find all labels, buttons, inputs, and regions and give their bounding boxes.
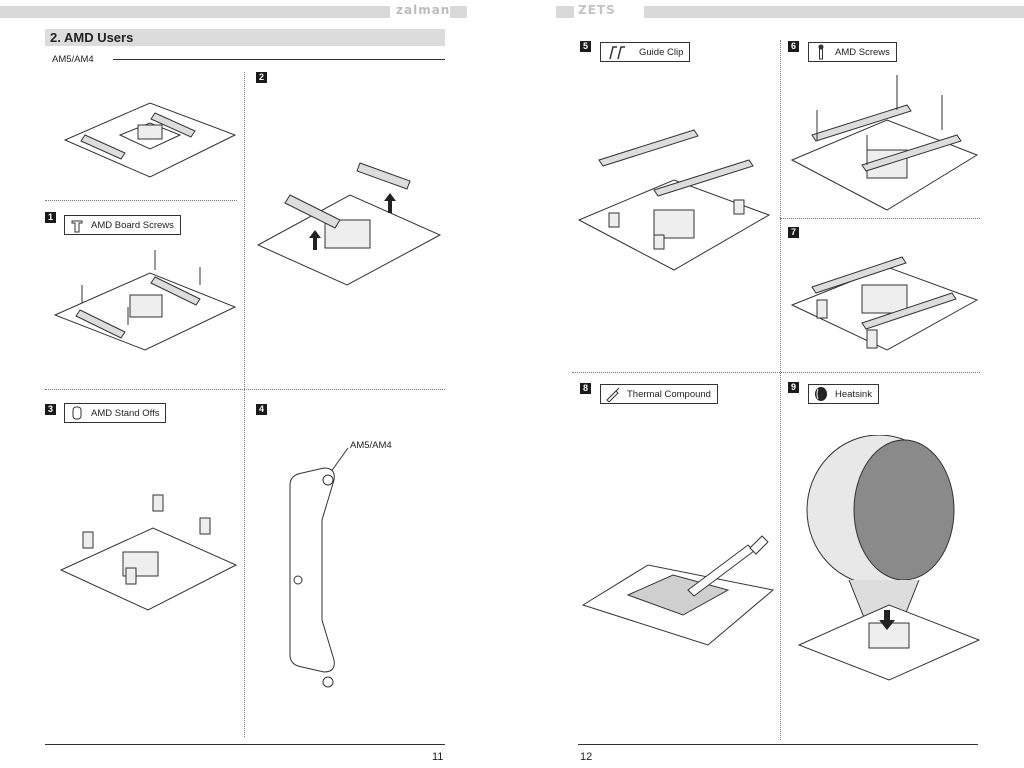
row-divider [45,200,237,201]
brand-logo-zalman: zalman [396,3,451,17]
socket-label: AM5/AM4 [52,54,94,65]
header-bar [644,6,1024,18]
step-8-number: 8 [580,383,591,394]
step-7-number: 7 [788,227,799,238]
step-1-part-label: AMD Board Screws [64,215,181,235]
step-8-illustration [581,535,775,646]
step-3-part-name: AMD Stand Offs [91,407,160,419]
page-number: 11 [432,751,444,763]
step-4-backplate-bracket-illustration [289,447,349,688]
header-bar-start [556,6,574,18]
standoff-icon [72,406,82,420]
row-divider [780,218,980,219]
bracket-callout-label: AM5/AM4 [350,440,392,451]
step-2-illustration [256,162,442,286]
header-bar [0,6,390,18]
step-9-part-label: Heatsink [808,384,879,404]
manual-page-12: ZETS 5 Guide Clip 6 AMD Screws 7 [512,0,1024,768]
amd-screw-icon [818,44,824,60]
row-divider [572,372,980,373]
step-2-number: 2 [256,72,267,83]
step-9-part-name: Heatsink [835,388,872,400]
step-6-number: 6 [788,41,799,52]
brand-logo-zets: ZETS [578,3,616,17]
page-number: 12 [580,751,593,763]
step-4-number: 4 [256,404,267,415]
socket-label-rule [113,59,445,60]
step-1-illustration [53,250,237,351]
header-bar-end [450,6,467,18]
section-title: 2. AMD Users [45,29,445,46]
motherboard-stock-bracket-illustration [63,102,237,178]
step-3-part-label: AMD Stand Offs [64,403,167,423]
board-screw-icon [71,220,83,233]
step-9-number: 9 [788,382,799,393]
step-9-heatsink-illustration [797,435,981,681]
thermal-syringe-icon [606,387,620,402]
guide-clip-icon [609,46,625,60]
step-8-part-label: Thermal Compound [600,384,718,404]
step-5-illustration [577,129,771,271]
step-3-illustration [59,494,238,611]
heatsink-icon [815,387,827,401]
step-6-part-label: AMD Screws [808,42,897,62]
step-7-illustration [790,256,979,351]
manual-page-11: zalman 2. AMD Users AM5/AM4 1 AMD Board … [0,3,467,763]
step-1-part-name: AMD Board Screws [91,219,174,231]
row-divider [45,389,445,390]
column-divider [244,72,245,737]
column-divider [780,40,781,740]
footer-rule [578,744,978,745]
step-5-number: 5 [580,41,591,52]
footer-rule [45,744,445,745]
step-1-number: 1 [45,212,56,223]
step-6-part-name: AMD Screws [835,46,890,58]
step-6-illustration [790,75,979,211]
step-5-part-name: Guide Clip [639,46,684,58]
step-5-part-label: Guide Clip [600,42,691,62]
step-8-part-name: Thermal Compound [627,388,711,400]
step-3-number: 3 [45,404,56,415]
